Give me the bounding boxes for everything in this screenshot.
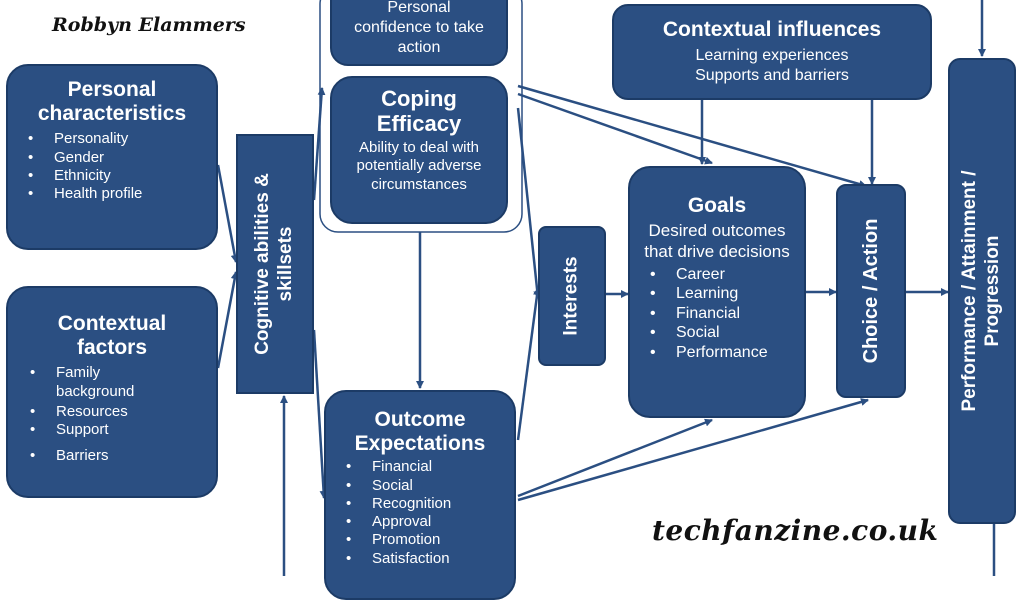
list-item: Social xyxy=(340,477,514,496)
arrow-coping-to-choice xyxy=(517,84,867,188)
self-efficacy-line-1: Personal xyxy=(387,0,451,16)
performance-box: Performance / Attainment / Progression xyxy=(948,58,1016,524)
self-efficacy-box: Personal confidence to take action xyxy=(330,0,508,66)
performance-title-line-2: Progression xyxy=(982,235,1003,347)
coping-efficacy-description: Ability to deal with potentially adverse… xyxy=(356,138,482,194)
contextual-influences-box: Contextual influences Learning experienc… xyxy=(612,4,932,100)
list-item: Ethnicity xyxy=(22,167,216,186)
arrow-coping-to-goals xyxy=(517,92,713,165)
list-item: Recognition xyxy=(340,495,514,514)
flow-arrows xyxy=(216,0,996,576)
goals-description: Desired outcomes that drive decisions xyxy=(644,221,790,262)
coping-efficacy-title: Coping Efficacy xyxy=(376,86,462,137)
cognitive-abilities-box: Cognitive abilities & skillsets xyxy=(236,134,314,394)
author-name: Robbyn Elammers xyxy=(52,14,246,36)
cognitive-title-line-1: Cognitive abilities & xyxy=(252,173,274,355)
contextual-factors-box: Contextual factors Family background Res… xyxy=(6,286,218,498)
list-item: Family background xyxy=(24,364,146,401)
outcome-expectations-title: Outcome Expectations xyxy=(354,408,486,456)
list-item: Financial xyxy=(644,304,804,324)
list-item: Health profile xyxy=(22,185,216,204)
performance-title-line-1: Performance / Attainment / xyxy=(959,170,981,412)
arrow-outcome-to-choice xyxy=(517,398,869,502)
contextual-influences-line-2: Supports and barriers xyxy=(695,67,849,85)
list-item: Satisfaction xyxy=(340,550,514,569)
contextual-factors-title: Contextual factors xyxy=(57,312,167,360)
arrow-coping-to-interests xyxy=(516,107,542,299)
list-item: Financial xyxy=(340,458,514,477)
choice-action-title: Choice / Action xyxy=(860,218,882,364)
interests-title: Interests xyxy=(560,256,582,336)
cognitive-title-line-2: skillsets xyxy=(275,226,296,302)
list-item: Learning xyxy=(644,284,804,304)
contextual-influences-line-1: Learning experiences xyxy=(695,47,849,65)
arrow-cognitive-to-efficacy xyxy=(312,87,326,201)
coping-efficacy-box: Coping Efficacy Ability to deal with pot… xyxy=(330,76,508,224)
list-item: Promotion xyxy=(340,531,514,550)
goals-title: Goals xyxy=(687,194,747,217)
arrow-contextual-to-cognitive xyxy=(216,271,239,369)
watermark-site: techfanzine.co.uk xyxy=(652,514,939,547)
contextual-influences-title: Contextual influences xyxy=(662,18,882,41)
interests-box: Interests xyxy=(538,226,606,366)
list-item: Career xyxy=(644,265,804,285)
list-item: Approval xyxy=(340,513,514,532)
arrow-outcome-to-interests xyxy=(516,287,542,441)
list-item: Barriers xyxy=(24,447,146,466)
list-item: Performance xyxy=(644,343,804,363)
personal-characteristics-box: Personal characteristics Personality Gen… xyxy=(6,64,218,250)
list-item: Resources xyxy=(24,403,146,422)
arrow-personal-to-cognitive xyxy=(216,164,239,263)
list-item: Social xyxy=(644,323,804,343)
efficacy-group-outline xyxy=(319,0,523,233)
self-efficacy-line-3: action xyxy=(397,39,441,56)
choice-action-box: Choice / Action xyxy=(836,184,906,398)
arrow-outcome-to-goals xyxy=(517,418,713,498)
outcome-expectations-box: Outcome Expectations Financial Social Re… xyxy=(324,390,516,600)
arrow-cognitive-to-outcome xyxy=(312,329,328,499)
list-item: Support xyxy=(24,421,146,440)
goals-box: Goals Desired outcomes that drive decisi… xyxy=(628,166,806,418)
self-efficacy-line-2: confidence to take xyxy=(354,19,484,36)
list-item: Personality xyxy=(22,130,216,149)
list-item: Gender xyxy=(22,149,216,168)
personal-characteristics-title: Personal characteristics xyxy=(37,78,187,126)
